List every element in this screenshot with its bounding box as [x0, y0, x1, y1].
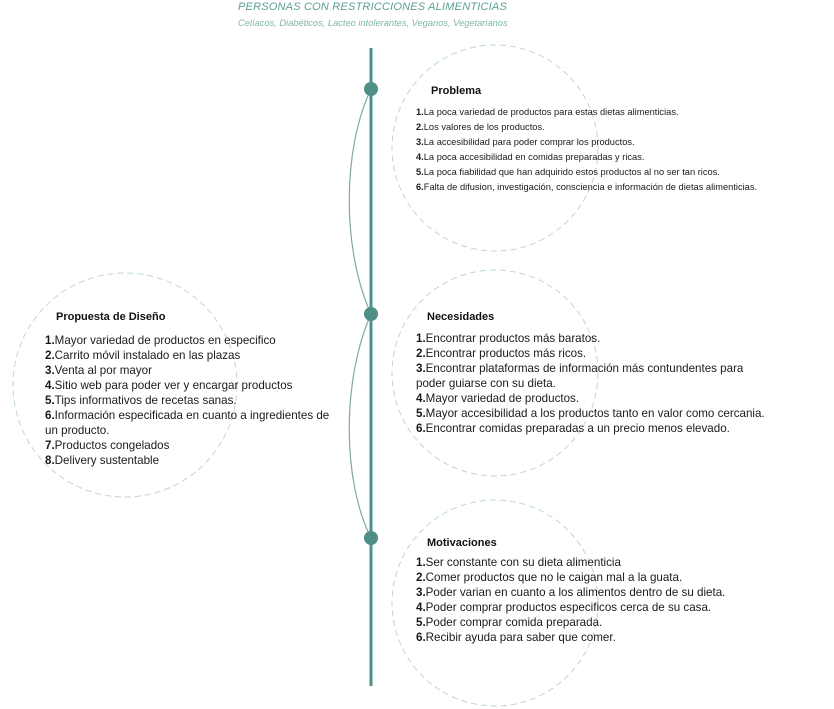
- list-item: 2.Comer productos que no le caigan mal a…: [416, 571, 683, 584]
- propuesta-list: 1.Mayor variedad de productos en especif…: [45, 333, 330, 468]
- list-item: 5.La poca fiabilidad que han adquirido e…: [416, 167, 720, 177]
- list-item: 4.Mayor variedad de productos.: [416, 392, 580, 405]
- list-item: 8.Delivery sustentable: [45, 454, 160, 467]
- motivaciones-list: 1.Ser constante con su dieta alimenticia…: [416, 555, 816, 645]
- list-item: 5.Mayor accesibilidad a los productos ta…: [416, 407, 765, 420]
- propuesta-heading: Propuesta de Diseño: [56, 311, 166, 323]
- necesidades-dashed-circle: [391, 269, 599, 477]
- problema-list: 1.La poca variedad de productos para est…: [416, 105, 757, 195]
- list-item: 2.Carrito móvil instalado en las plazas: [45, 349, 241, 362]
- list-item: 3.Poder varian en cuanto a los alimentos…: [416, 586, 726, 599]
- necesidades-heading: Necesidades: [427, 311, 495, 323]
- list-item: 6.Falta de difusion, investigación, cons…: [416, 182, 758, 192]
- list-item: 5.Tips informativos de recetas sanas.: [45, 394, 237, 407]
- list-item: 6.Información especificada en cuanto a i…: [45, 409, 330, 437]
- list-item: 4.Poder comprar productos especificos ce…: [416, 601, 712, 614]
- problema-heading: Problema: [431, 85, 482, 97]
- list-item: 1.La poca variedad de productos para est…: [416, 107, 679, 117]
- list-item: 1.Ser constante con su dieta alimenticia: [416, 556, 621, 569]
- page-title: PERSONAS CON RESTRICCIONES ALIMENTICIAS: [238, 1, 507, 13]
- problema-node: [364, 82, 378, 96]
- list-item: 2.Los valores de los productos.: [416, 122, 545, 132]
- list-item: 3.Encontrar plataformas de información m…: [416, 362, 744, 390]
- list-item: 1.Mayor variedad de productos en especif…: [45, 334, 276, 347]
- list-item: 3.Venta al por mayor: [45, 364, 152, 377]
- necesidades-node: [364, 307, 378, 321]
- problema-dashed-circle: [391, 44, 599, 252]
- list-item: 2.Encontrar productos más ricos.: [416, 347, 587, 360]
- page-subtitle: Celíacos, Diabéticos, Lacteo intolerante…: [238, 18, 508, 28]
- list-item: 6.Encontrar comidas preparadas a un prec…: [416, 422, 730, 435]
- list-item: 7.Productos congelados: [45, 439, 170, 452]
- motivaciones-dashed-circle: [391, 499, 599, 707]
- list-item: 1.Encontrar productos más baratos.: [416, 332, 601, 345]
- motivaciones-node: [364, 531, 378, 545]
- motivaciones-heading: Motivaciones: [427, 537, 497, 549]
- list-item: 5.Poder comprar comida preparada.: [416, 616, 603, 629]
- list-item: 4.Sitio web para poder ver y encargar pr…: [45, 379, 293, 392]
- necesidades-list: 1.Encontrar productos más baratos. 2.Enc…: [416, 331, 816, 436]
- propuesta-dashed-circle: [12, 272, 238, 498]
- list-item: 4.La poca accesibilidad en comidas prepa…: [416, 152, 645, 162]
- list-item: 6.Recibir ayuda para saber que comer.: [416, 631, 616, 644]
- list-item: 3.La accesibilidad para poder comprar lo…: [416, 137, 635, 147]
